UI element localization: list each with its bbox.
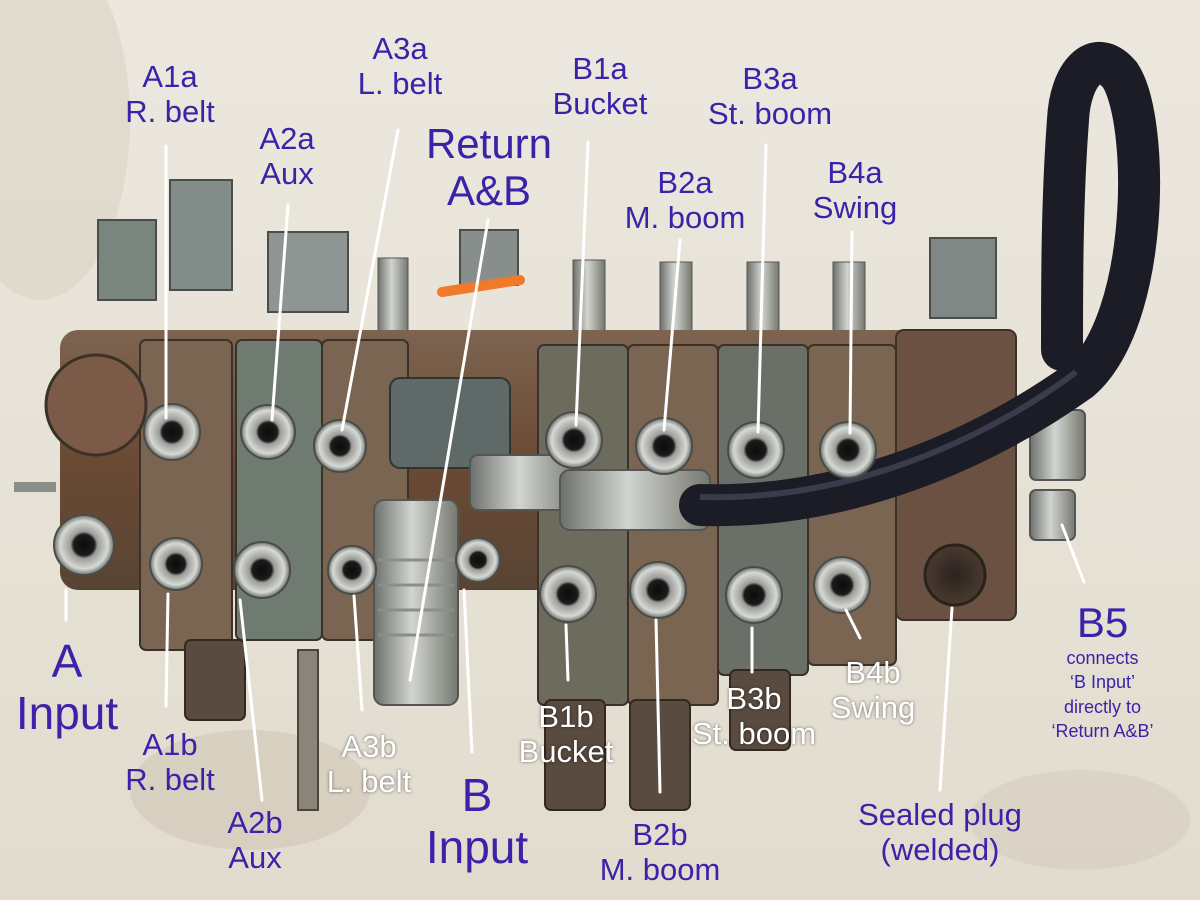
pointer-lines [64,128,1086,802]
b5-code: B5 [1076,599,1129,646]
label-sealed-plug: Sealed plug(welded) [858,797,1022,867]
label-b5: B5 connects ‘B Input’ directly to ‘Retur… [1030,599,1175,743]
sealed-plug [923,543,987,607]
hydraulic-hose [679,42,1160,527]
ports [53,403,877,624]
